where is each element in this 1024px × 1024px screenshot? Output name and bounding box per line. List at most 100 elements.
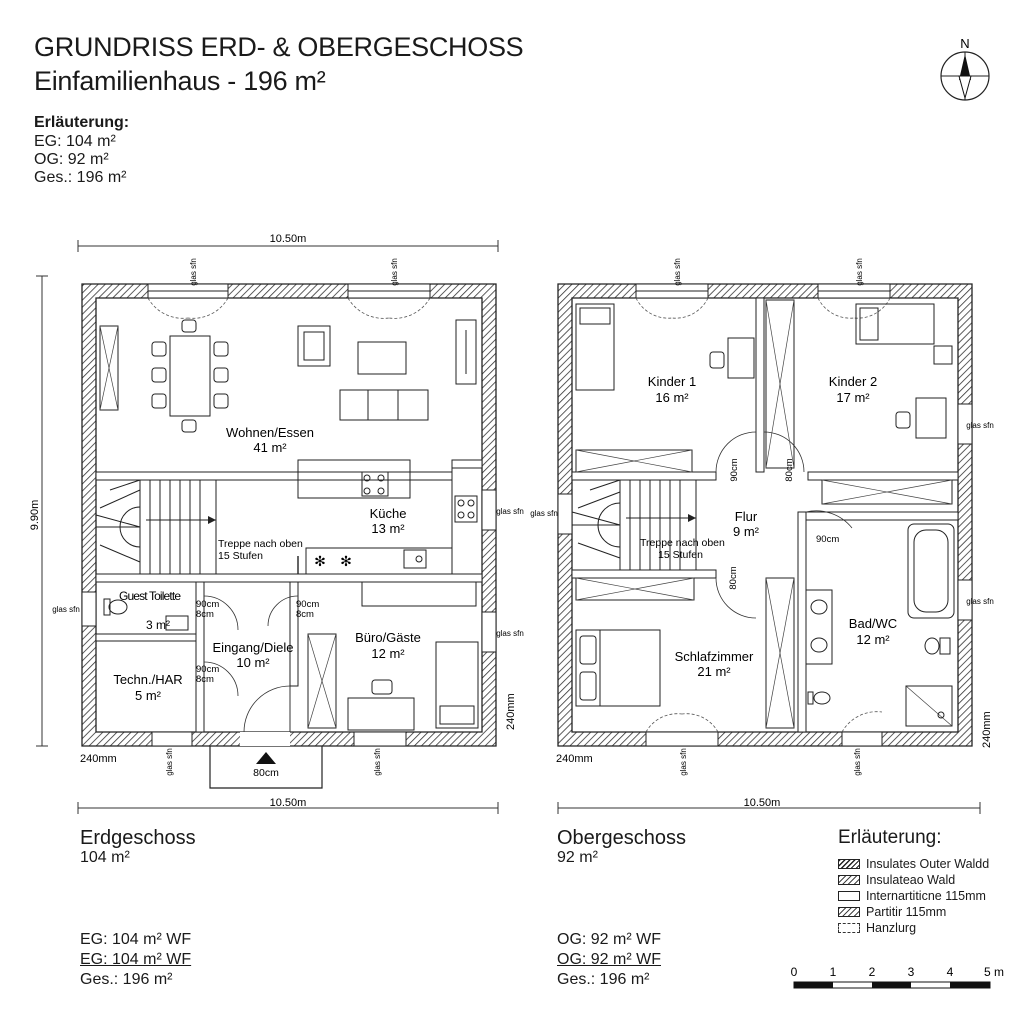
gf-window-tag-1: glas sfn <box>189 258 198 286</box>
gf-door-label-4: 8cm <box>196 674 214 685</box>
gf-door-label-5: 90cm <box>296 599 319 610</box>
gf-stair-label-2: 15 Stufen <box>218 550 263 562</box>
gf-name: Erdgeschoss <box>80 827 196 849</box>
gf-room-name-tech: Techn./HAR <box>113 672 182 687</box>
uf-wall-right: 240mm <box>981 711 993 748</box>
uf-room-name-kinder2: Kinder 2 <box>829 374 877 389</box>
uf-room-name-kinder1: Kinder 1 <box>648 374 696 389</box>
legend-label: Partitir 115mm <box>866 905 947 919</box>
uf-stair-label-1: Treppe nach oben <box>640 537 725 549</box>
scale-tick-3: 3 <box>908 965 915 979</box>
gf-door-label-3: 90cm <box>196 664 219 675</box>
scale-tick-4: 4 <box>947 965 954 979</box>
uf-door-label-4: 80cm <box>728 566 739 589</box>
legend-item-outer-wall: Insulates Outer Waldd <box>838 857 989 871</box>
legend-label: Internartiticne 115mm <box>866 889 986 903</box>
legend-label: Insulates Outer Waldd <box>866 857 990 871</box>
gf-room-area-entry: 10 m² <box>236 655 270 670</box>
gf-room-area-tech: 5 m² <box>135 688 162 703</box>
compass-label: N <box>960 36 969 51</box>
note-line-og: OG: 92 m² <box>34 151 109 168</box>
uf-room-name-flur: Flur <box>735 509 758 524</box>
ground-floor-plan: 10.50m 9.90m 10.50m <box>29 233 524 814</box>
uf-stairs <box>571 479 697 571</box>
scale-tick-2: 2 <box>869 965 876 979</box>
uf-door-label-3: 90cm <box>816 534 839 545</box>
uf-window-tag-2: glas sfn <box>855 258 864 286</box>
uf-window-tag-4: glas sfn <box>966 597 994 606</box>
uf-sum-2: OG: 92 m² WF <box>557 951 661 968</box>
compass-icon: N <box>940 36 990 101</box>
legend-item-insulated-wall: Insulateao Wald <box>838 873 955 887</box>
gf-room-name-living: Wohnen/Essen <box>226 425 314 440</box>
uf-sum-1: OG: 92 m² WF <box>557 931 661 948</box>
gf-door-label-1: 90cm <box>196 599 219 610</box>
gf-dim-top: 10.50m <box>270 233 307 245</box>
legend-label: Hanzlurg <box>866 921 917 935</box>
gf-room-name-entry: Eingang/Diele <box>213 640 294 655</box>
uf-window-tag-6: glas sfn <box>679 748 688 776</box>
gf-window-tag-7: glas sfn <box>373 748 382 776</box>
uf-room-name-schlaf: Schlafzimmer <box>675 649 754 664</box>
legend-swatch-hatch <box>838 859 860 869</box>
svg-text:✻: ✻ <box>314 553 326 569</box>
gf-window-tag-2: glas sfn <box>390 258 399 286</box>
page-subtitle: Einfamilienhaus - 196 m² <box>34 66 326 96</box>
uf-wall-left: 240mm <box>556 753 593 765</box>
uf-room-area-kinder1: 16 m² <box>655 390 689 405</box>
gf-window-tag-5: glas sfn <box>52 605 80 614</box>
scale-tick-1: 1 <box>830 965 837 979</box>
uf-room-area-schlaf: 21 m² <box>697 664 731 679</box>
uf-room-area-bad: 12 m² <box>856 632 890 647</box>
uf-area: 92 m² <box>557 849 598 866</box>
note-line-eg: EG: 104 m² <box>34 133 116 150</box>
gf-room-area-office: 12 m² <box>371 646 405 661</box>
gf-room-name-wc: Guest Toilette <box>119 589 181 603</box>
uf-dim-bottom: 10.50m <box>744 797 781 809</box>
uf-window-tag-7: glas sfn <box>853 748 862 776</box>
notes-heading: Erläuterung: <box>34 114 130 131</box>
scale-bar: 0 1 2 3 4 5 m <box>791 965 1004 989</box>
uf-name: Obergeschoss <box>557 827 686 849</box>
gf-wall-left: 240mm <box>80 753 117 765</box>
legend-item-partition: Partitir 115mm <box>838 905 946 919</box>
gf-door-label-6: 8cm <box>296 609 314 620</box>
note-line-total: Ges.: 196 m² <box>34 169 127 186</box>
legend-label: Insulateao Wald <box>866 873 956 887</box>
gf-door-label-7: 80cm <box>253 767 279 779</box>
gf-room-name-kitchen: Küche <box>370 506 407 521</box>
gf-room-area-living: 41 m² <box>253 440 287 455</box>
gf-window-tag-3: glas sfn <box>496 507 524 516</box>
gf-stair-label-1: Treppe nach oben <box>218 538 303 550</box>
gf-sum-1: EG: 104 m² WF <box>80 931 192 948</box>
uf-room-area-flur: 9 m² <box>733 524 760 539</box>
gf-dim-left: 9.90m <box>29 500 41 531</box>
uf-sum-total: Ges.: 196 m² <box>557 971 650 988</box>
uf-room-area-kinder2: 17 m² <box>836 390 870 405</box>
gf-room-area-wc: 3 m² <box>146 618 170 632</box>
legend-swatch-hatch-light <box>838 875 860 885</box>
scale-tick-0: 0 <box>791 965 798 979</box>
uf-window-tag-5: glas sfn <box>530 509 558 518</box>
uf-room-name-bad: Bad/WC <box>849 616 897 631</box>
legend-swatch-plain <box>838 891 860 901</box>
uf-door-label-1: 90cm <box>729 458 740 481</box>
legend-swatch-hatch-light <box>838 907 860 917</box>
gf-sum-2: EG: 104 m² WF <box>80 951 192 968</box>
legend-item-dashed: Hanzlurg <box>838 921 916 935</box>
gf-room-area-kitchen: 13 m² <box>371 521 405 536</box>
gf-dim-bottom: 10.50m <box>270 797 307 809</box>
uf-window-tag-1: glas sfn <box>673 258 682 286</box>
uf-door-label-2: 80cm <box>784 458 795 481</box>
uf-stair-label-2: 15 Stufen <box>658 549 703 561</box>
gf-wall-right: 240mm <box>505 693 517 730</box>
legend-swatch-dashed <box>838 923 860 933</box>
gf-area: 104 m² <box>80 849 130 866</box>
gf-room-name-office: Büro/Gäste <box>355 630 421 645</box>
legend-item-internal-partition: Internartiticne 115mm <box>838 889 986 903</box>
uf-window-tag-3: glas sfn <box>966 421 994 430</box>
gf-stairs <box>95 479 217 575</box>
gf-window-tag-4: glas sfn <box>496 629 524 638</box>
gf-door-label-2: 8cm <box>196 609 214 620</box>
